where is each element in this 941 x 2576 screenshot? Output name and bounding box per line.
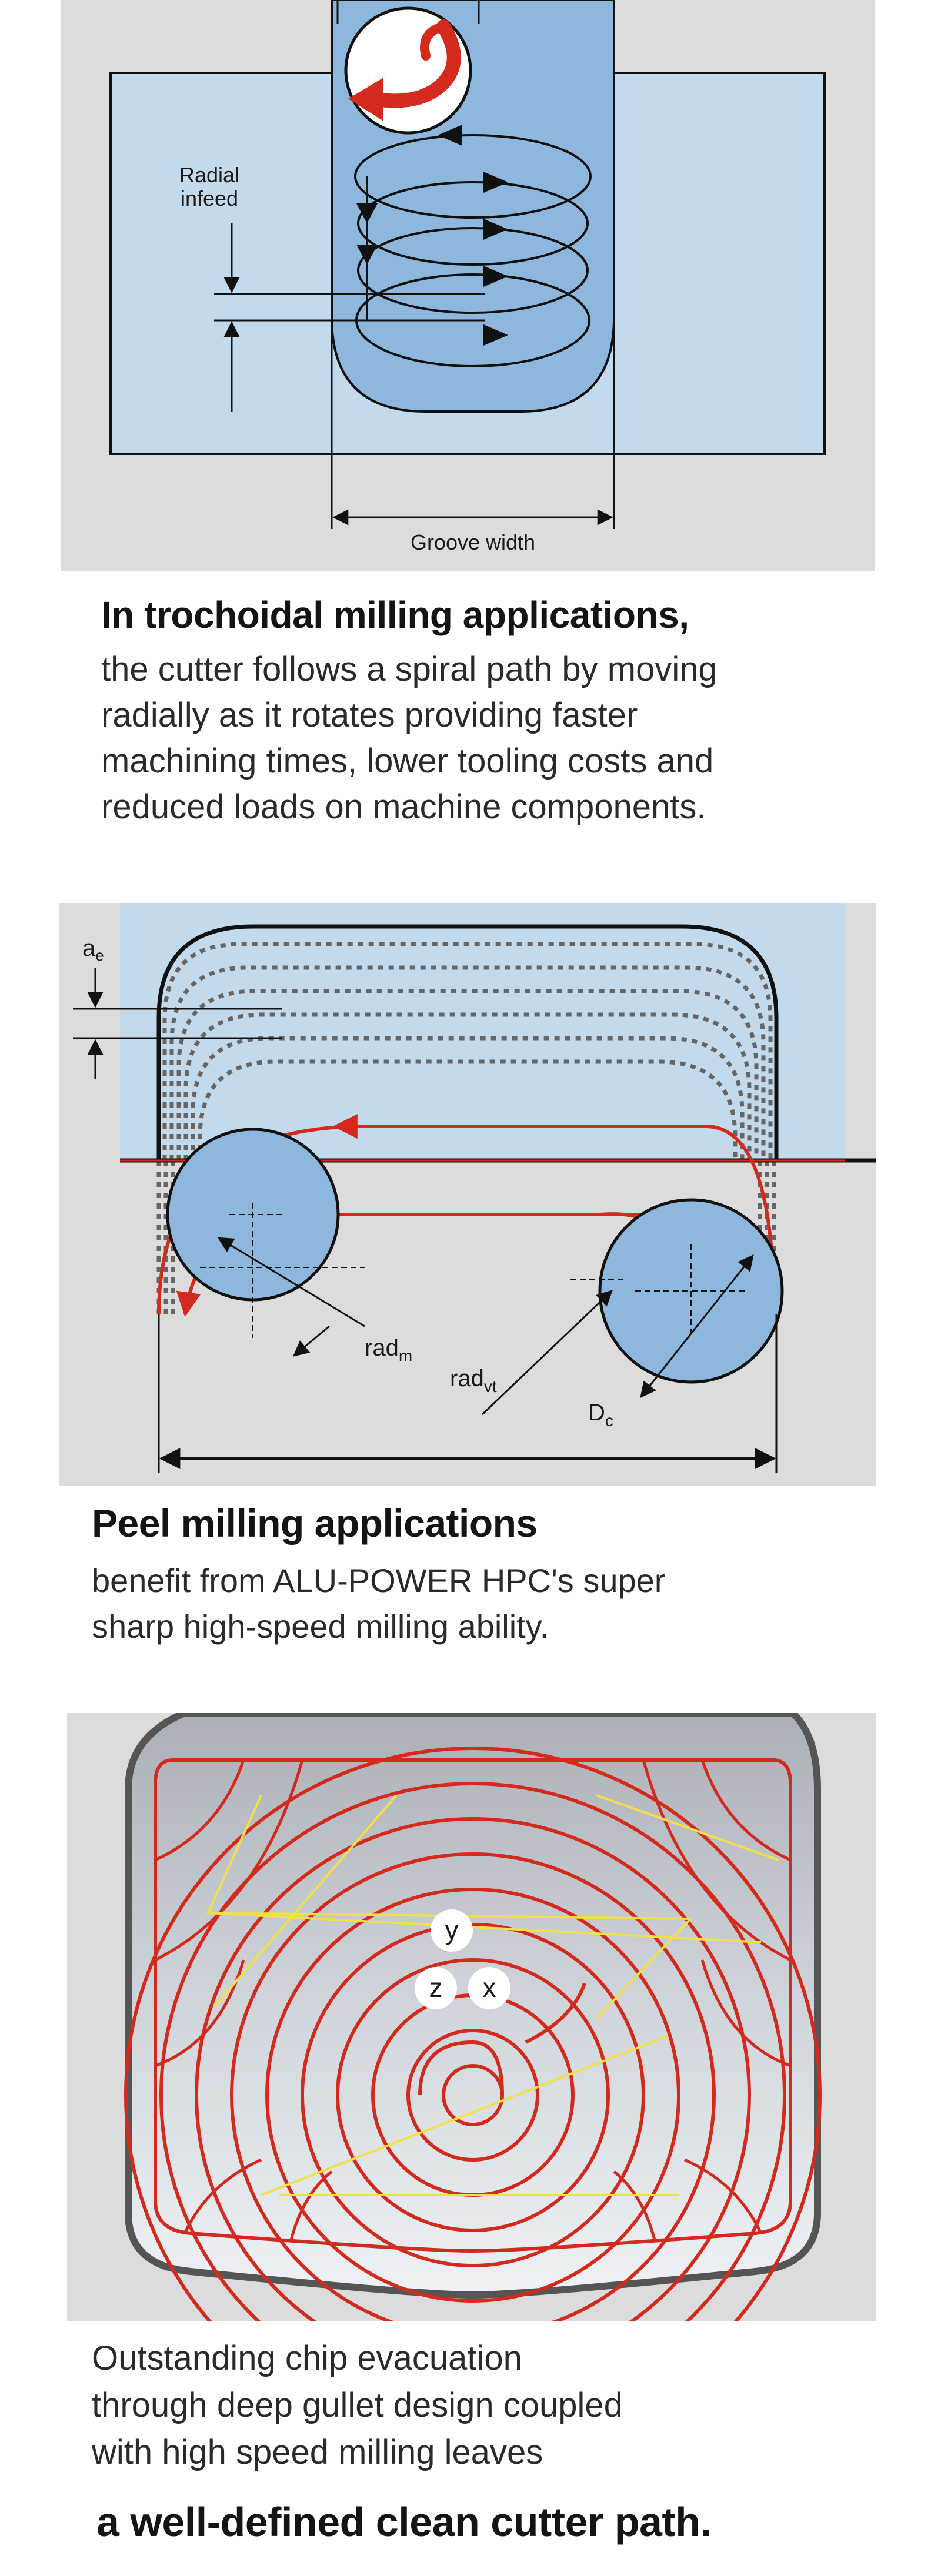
axis-markers: y z x xyxy=(415,1909,510,2009)
ae-label: ae xyxy=(82,935,104,964)
cutter-path-panel: y z x xyxy=(67,1713,876,2321)
rotation-icon xyxy=(344,6,472,135)
peel-milling-diagram-panel: ae radm radvt Dc xyxy=(59,903,876,1486)
radvt-label: radvt xyxy=(450,1366,497,1396)
axis-z-label: z xyxy=(429,1972,443,2003)
peel-milling-heading: Peel milling applications xyxy=(92,1501,538,1545)
trochoidal-line-3: machining times, lower tooling costs and xyxy=(101,742,714,780)
peel-milling-description: benefit from ALU-POWER HPC's super sharp… xyxy=(92,1558,665,1650)
pocket-edge-path xyxy=(154,1758,792,2253)
peel-milling-diagram: ae radm radvt Dc xyxy=(73,903,876,1473)
trochoidal-line-1: the cutter follows a spiral path by movi… xyxy=(101,650,718,688)
ae-dimension xyxy=(73,968,282,1079)
radius-leaders xyxy=(217,1237,754,1416)
trochoidal-diagram: Radial infeed Groove width xyxy=(109,0,826,554)
outer-contour xyxy=(156,924,779,1160)
trochoidal-diagram-panel: Radial infeed Groove width xyxy=(61,0,875,571)
peel-line-2: sharp high-speed milling ability. xyxy=(92,1608,549,1645)
wall-scallops xyxy=(154,1759,792,2243)
axis-x-label: x xyxy=(483,1972,496,2003)
stock-region xyxy=(120,903,845,1160)
dc-label: Dc xyxy=(588,1400,613,1430)
trochoidal-heading: In trochoidal milling applications, xyxy=(101,594,689,636)
radial-infeed-dimension xyxy=(214,223,485,412)
spiral-rings xyxy=(124,1747,822,2321)
peel-line-1: benefit from ALU-POWER HPC's super xyxy=(92,1562,666,1599)
radial-label-line1: Radial xyxy=(179,163,239,187)
large-cutter xyxy=(570,1198,784,1384)
chip-line-1: Outstanding chip evacuation xyxy=(92,2339,522,2377)
small-cutter xyxy=(166,1128,365,1338)
spiral-tool-path xyxy=(354,134,592,367)
cutter-path-description: Outstanding chip evacuation through deep… xyxy=(92,2335,623,2476)
cutter-path-diagram: y z x xyxy=(124,1713,822,2321)
radial-label-line2: infeed xyxy=(181,186,238,210)
cutter-path-heading: a well-defined clean cutter path. xyxy=(96,2499,712,2545)
chip-line-3: with high speed milling leaves xyxy=(92,2433,543,2471)
chip-line-2: through deep gullet design coupled xyxy=(92,2386,623,2424)
spiral-direction-arrows xyxy=(356,125,508,346)
pocket-outline xyxy=(125,1713,821,2299)
trochoidal-description: the cutter follows a spiral path by movi… xyxy=(101,647,718,830)
trochoidal-line-2: radially as it rotates providing faster xyxy=(101,696,638,734)
trochoidal-line-4: reduced loads on machine components. xyxy=(101,788,706,826)
axis-y-label: y xyxy=(445,1915,459,1945)
groove-width-label: Groove width xyxy=(411,530,535,554)
radm-label: radm xyxy=(365,1335,412,1365)
